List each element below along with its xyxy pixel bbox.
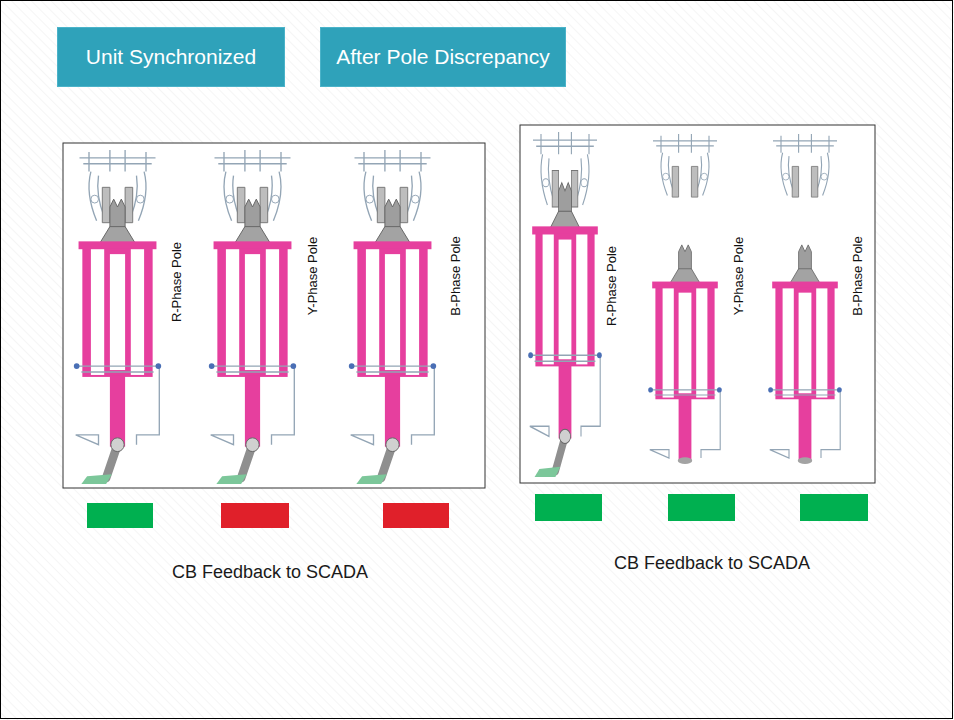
breaker-pole bbox=[74, 150, 161, 484]
closed-status-bar bbox=[87, 503, 153, 528]
moving-contact bbox=[528, 183, 602, 439]
header-text: After Pole Discrepancy bbox=[324, 45, 562, 69]
moving-contact bbox=[209, 199, 296, 447]
breaker-pole bbox=[648, 134, 722, 464]
open-status-bar bbox=[383, 503, 449, 528]
pole-name: R-Phase Pole bbox=[604, 244, 619, 328]
closed-status-bar bbox=[800, 494, 868, 521]
header-band: Unit Synchronized bbox=[57, 27, 285, 87]
feedback-caption: CB Feedback to SCADA bbox=[172, 562, 368, 583]
picture-frame bbox=[520, 125, 875, 483]
header-band: After Pole Discrepancy bbox=[320, 27, 566, 87]
pole-name: Y-Phase Pole bbox=[731, 235, 746, 317]
header-text: Unit Synchronized bbox=[74, 45, 268, 69]
pole-name: Y-Phase Pole bbox=[305, 235, 320, 317]
moving-contact bbox=[768, 245, 842, 464]
pole-name: B-Phase Pole bbox=[448, 234, 463, 318]
status-bars bbox=[87, 494, 868, 528]
fixed-contact bbox=[773, 134, 837, 197]
closed-status-bar bbox=[668, 494, 735, 521]
moving-contact bbox=[74, 199, 161, 447]
breaker-pole bbox=[768, 134, 842, 464]
closed-status-bar bbox=[535, 494, 602, 521]
breaker-pole bbox=[528, 132, 602, 477]
picture-frame bbox=[63, 143, 485, 488]
open-status-bar bbox=[221, 503, 289, 528]
feedback-caption: CB Feedback to SCADA bbox=[614, 553, 810, 574]
moving-contact bbox=[349, 199, 436, 447]
breaker-pole bbox=[209, 150, 296, 484]
breaker-pole bbox=[349, 150, 436, 484]
fixed-contact bbox=[653, 134, 717, 197]
pole-name: R-Phase Pole bbox=[169, 240, 184, 324]
moving-contact bbox=[648, 245, 722, 464]
pole-name: B-Phase Pole bbox=[850, 234, 865, 318]
